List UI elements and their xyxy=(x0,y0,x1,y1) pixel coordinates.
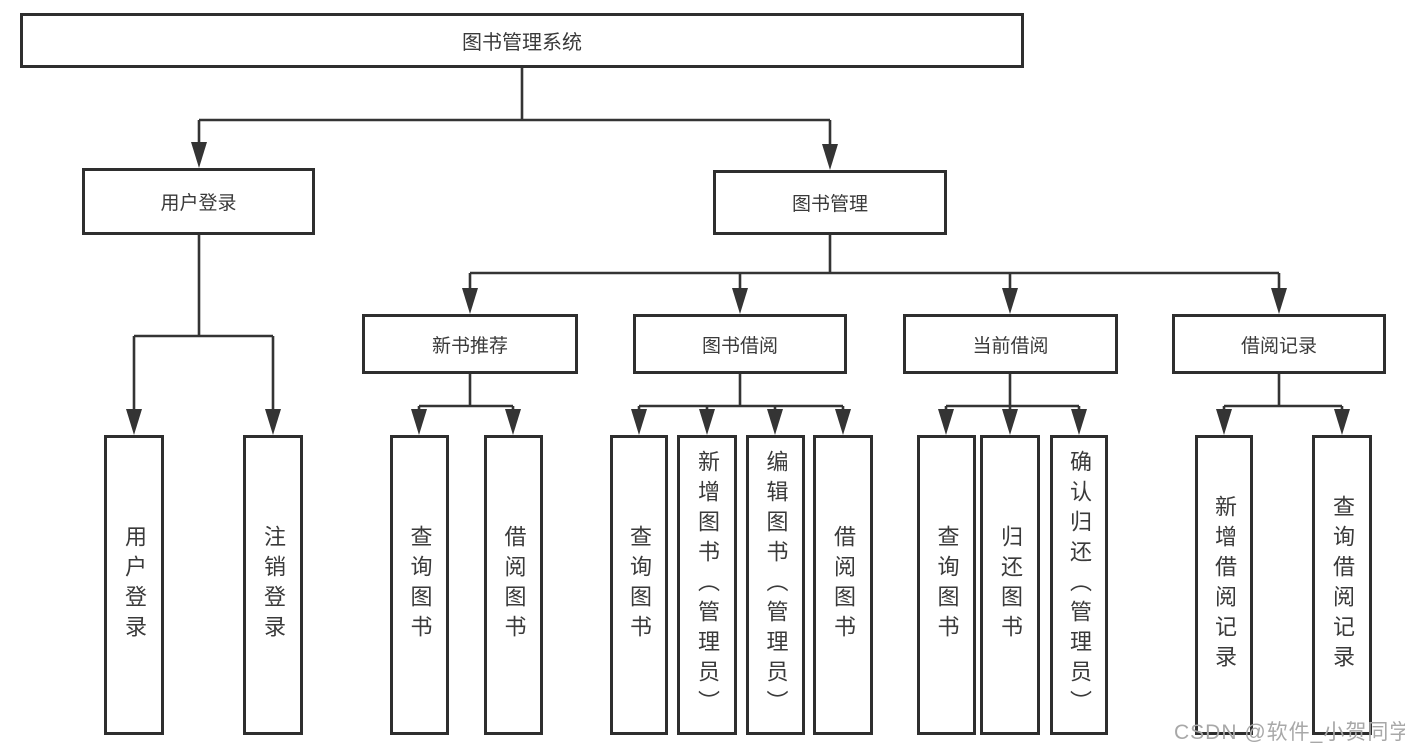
leaf-user-login: 用户登录 xyxy=(104,435,164,735)
leaf-label: 新增借阅记录 xyxy=(1212,495,1237,675)
leaf-label: 新增图书（管理员） xyxy=(695,450,720,720)
leaf-query-books-recommend: 查询图书 xyxy=(390,435,449,735)
leaf-return-book: 归还图书 xyxy=(980,435,1040,735)
leaf-label: 借阅图书 xyxy=(831,525,856,645)
leaf-label: 编辑图书（管理员） xyxy=(763,450,789,720)
leaf-label: 注销登录 xyxy=(261,525,286,645)
node-book-borrowing: 图书借阅 xyxy=(633,314,847,374)
leaf-add-book-admin: 新增图书（管理员） xyxy=(677,435,737,735)
leaf-query-books-current: 查询图书 xyxy=(917,435,976,735)
leaf-label: 用户登录 xyxy=(122,525,147,645)
node-book-management-module: 图书管理 xyxy=(713,170,947,235)
leaf-query-books-borrowing: 查询图书 xyxy=(610,435,668,735)
leaf-label: 查询图书 xyxy=(407,525,433,645)
leaf-edit-book-admin: 编辑图书（管理员） xyxy=(746,435,805,735)
csdn-watermark: CSDN @软件_小贺同学 xyxy=(1174,721,1405,744)
node-label: 借阅记录 xyxy=(1240,335,1317,357)
leaf-label: 确认归还（管理员） xyxy=(1067,450,1092,720)
node-label: 图书借阅 xyxy=(701,335,778,357)
leaf-borrow-books-recommend: 借阅图书 xyxy=(484,435,543,735)
node-root-library-system: 图书管理系统 xyxy=(20,13,1024,68)
node-label: 图书管理系统 xyxy=(462,32,582,54)
node-user-login-module: 用户登录 xyxy=(82,168,315,235)
node-new-book-recommend: 新书推荐 xyxy=(362,314,578,374)
leaf-add-borrow-record: 新增借阅记录 xyxy=(1195,435,1253,735)
node-label: 新书推荐 xyxy=(431,335,508,357)
leaf-label: 归还图书 xyxy=(998,525,1023,645)
leaf-label: 查询借阅记录 xyxy=(1330,495,1355,675)
leaf-label: 查询图书 xyxy=(934,525,960,645)
node-label: 当前借阅 xyxy=(972,335,1049,357)
leaf-logout: 注销登录 xyxy=(243,435,303,735)
leaf-label: 查询图书 xyxy=(627,525,652,645)
leaf-label: 借阅图书 xyxy=(501,525,527,645)
leaf-query-borrow-record: 查询借阅记录 xyxy=(1312,435,1372,735)
node-label: 图书管理 xyxy=(791,194,868,215)
node-current-borrowing: 当前借阅 xyxy=(903,314,1118,374)
node-borrowing-records: 借阅记录 xyxy=(1172,314,1386,374)
leaf-borrow-books-borrowing: 借阅图书 xyxy=(813,435,873,735)
node-label: 用户登录 xyxy=(160,193,237,214)
leaf-confirm-return-admin: 确认归还（管理员） xyxy=(1050,435,1108,735)
